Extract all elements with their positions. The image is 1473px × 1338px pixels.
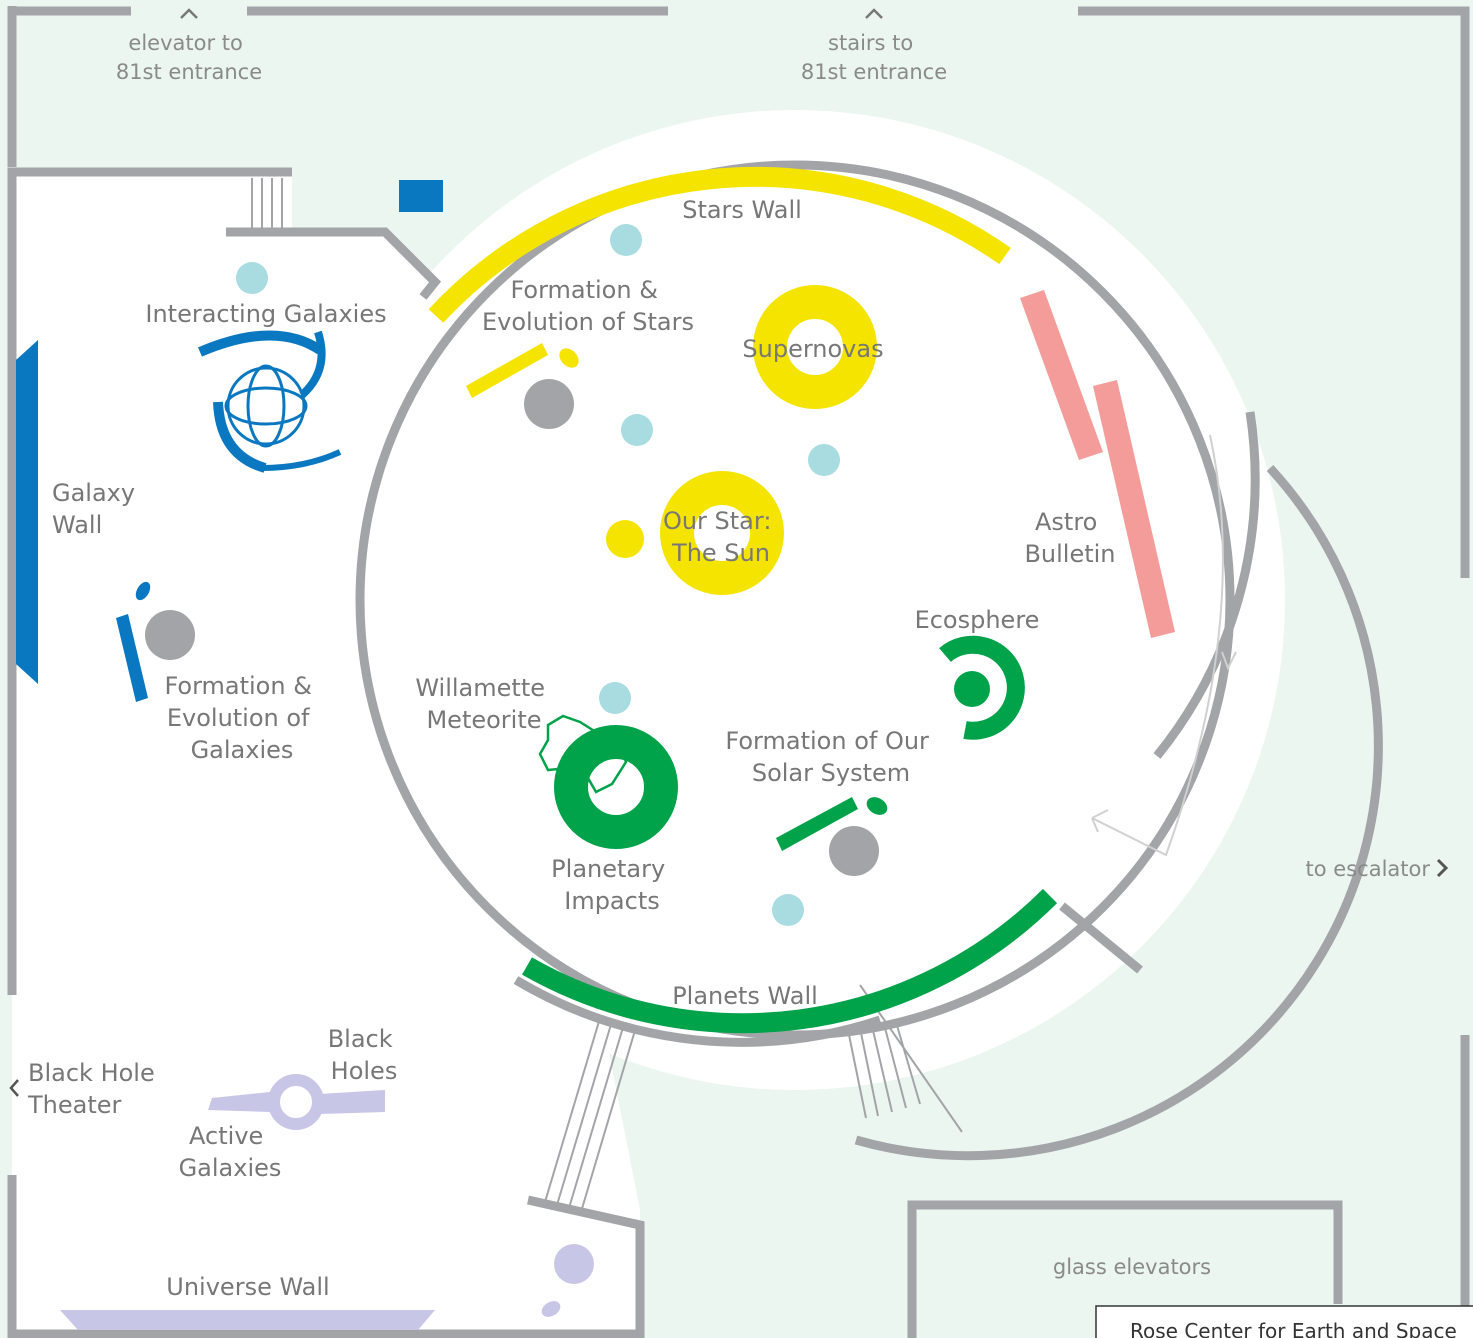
willamette-label: Willamette Meteorite	[415, 674, 552, 734]
black-holes-line-1: Black	[328, 1025, 393, 1053]
formation-solar-icon	[776, 797, 888, 876]
universe-wall-label: Universe Wall	[166, 1273, 329, 1301]
supernovas-label: Supernovas	[742, 335, 883, 363]
astro-bulletin-label: Astro Bulletin	[1024, 508, 1115, 568]
chevron-up-icon	[180, 8, 198, 19]
planetary-impacts-line-1: Planetary	[551, 855, 665, 883]
stairs-label: stairs to 81st entrance	[801, 31, 947, 84]
planets-wall-label: Planets Wall	[672, 982, 818, 1010]
black-holes-icon	[208, 1074, 385, 1130]
formation-solar-line-2: Solar System	[752, 759, 910, 787]
black-hole-theater-line-2: Theater	[27, 1091, 122, 1119]
willamette-meteorite-icon	[538, 714, 628, 794]
our-star-dot	[606, 520, 644, 558]
info-stations	[236, 224, 840, 926]
formation-galaxies-line-1: Formation &	[164, 672, 311, 700]
formation-stars-icon	[466, 343, 579, 429]
astro-bulletin-line-2: Bulletin	[1024, 540, 1115, 568]
planets-wall	[522, 888, 1058, 1034]
planetary-impacts-line-2: Impacts	[564, 887, 660, 915]
formation-stars-line-1: Formation &	[510, 276, 657, 304]
willamette-line-1: Willamette	[415, 674, 545, 702]
galaxy-wall	[16, 340, 38, 684]
info-desk	[399, 180, 443, 212]
glass-elevators-label: glass elevators	[1053, 1255, 1211, 1279]
formation-galaxies-line-2: Evolution of	[167, 704, 310, 732]
black-holes-label: Black Holes	[328, 1025, 401, 1085]
walkway-arrow-head	[1221, 651, 1237, 671]
planetary-impacts-label: Planetary Impacts	[551, 855, 673, 915]
universe-wall	[60, 1244, 594, 1330]
walkway-arrow	[1091, 434, 1224, 857]
chevron-left-icon	[9, 1079, 19, 1097]
escalator-label: to escalator	[1306, 857, 1431, 881]
stars-wall-label: Stars Wall	[682, 196, 802, 224]
active-galaxies-line-2: Galaxies	[179, 1154, 282, 1182]
astro-bulletin-panels	[1020, 290, 1175, 638]
our-star-line-2: The Sun	[671, 539, 770, 567]
formation-solar-line-1: Formation of Our	[725, 727, 929, 755]
chevron-right-icon	[1436, 858, 1449, 878]
our-star-ring	[660, 471, 784, 595]
active-galaxies-label: Active Galaxies	[179, 1122, 282, 1182]
our-star-label: Our Star: The Sun	[663, 507, 779, 567]
willamette-line-2: Meteorite	[426, 706, 541, 734]
footer-label-box	[1095, 1305, 1473, 1338]
stairs-label-line-2: 81st entrance	[801, 60, 947, 84]
galaxy-wall-line-2: Wall	[52, 511, 102, 539]
galaxy-wall-label: Galaxy Wall	[52, 479, 143, 539]
rotunda-wall	[355, 160, 1235, 1040]
chevron-up-icon	[865, 8, 883, 19]
stairs-label-line-1: stairs to	[828, 31, 913, 55]
black-hole-theater-line-1: Black Hole	[28, 1059, 155, 1087]
formation-solar-label: Formation of Our Solar System	[725, 727, 936, 787]
supernovas-ring	[753, 285, 877, 409]
astro-bulletin-line-1: Astro	[1035, 508, 1097, 536]
active-galaxies-line-1: Active	[189, 1122, 263, 1150]
ecosphere-icon	[939, 635, 1025, 740]
planetary-impacts-ring	[554, 725, 678, 849]
formation-stars-line-2: Evolution of Stars	[482, 308, 694, 336]
black-holes-line-2: Holes	[331, 1057, 398, 1085]
elevator-label-line-1: elevator to	[128, 31, 242, 55]
interacting-galaxies-icon	[198, 330, 342, 473]
rotunda-floor	[305, 110, 1285, 1090]
our-star-line-1: Our Star:	[663, 507, 771, 535]
ecosphere-label: Ecosphere	[915, 606, 1040, 634]
stars-wall	[428, 166, 1011, 323]
formation-galaxies-line-3: Galaxies	[191, 736, 294, 764]
formation-galaxies-icon	[116, 581, 195, 702]
galaxy-wall-line-1: Galaxy	[52, 479, 135, 507]
formation-stars-label: Formation & Evolution of Stars	[482, 276, 694, 336]
interacting-galaxies-label: Interacting Galaxies	[145, 300, 386, 328]
elevator-label: elevator to 81st entrance	[116, 31, 262, 84]
footer-label: Rose Center for Earth and Space	[1130, 1319, 1457, 1338]
black-hole-theater-label: Black Hole Theater	[27, 1059, 162, 1119]
elevator-label-line-2: 81st entrance	[116, 60, 262, 84]
formation-galaxies-label: Formation & Evolution of Galaxies	[164, 672, 319, 764]
